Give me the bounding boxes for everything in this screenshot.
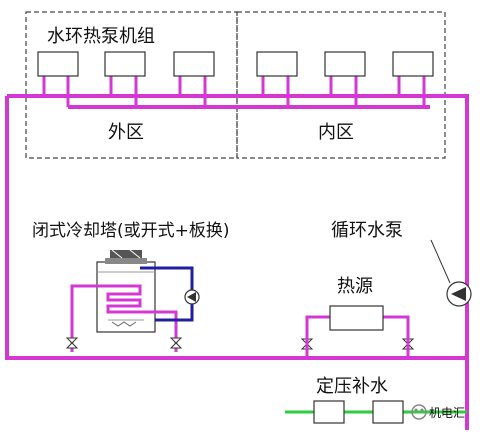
heat-pump-unit	[256, 51, 298, 77]
inner-zone-box	[236, 11, 446, 159]
cooling-tower-label: 闭式冷却塔(或开式+板换)	[32, 221, 230, 241]
cooling-tower	[70, 249, 200, 352]
valve-icon	[169, 337, 183, 349]
circulation-pump	[430, 239, 472, 307]
main-water-loop	[5, 94, 469, 430]
unit-group-label: 水环热泵机组	[47, 26, 155, 47]
watermark-text: 机电汇	[429, 406, 465, 420]
heat-pump-unit	[392, 51, 434, 77]
heat-pump-unit	[173, 51, 215, 77]
watermark-logo	[411, 404, 427, 420]
heat-source-label: 热源	[337, 276, 373, 297]
makeup-water-label: 定压补水	[316, 376, 388, 397]
heat-pump-units	[42, 76, 426, 107]
valves	[65, 337, 415, 350]
heat-pump-unit	[104, 51, 146, 77]
zone-boundaries	[25, 11, 446, 159]
heat-pump-unit	[324, 51, 366, 77]
heat-source	[305, 305, 410, 358]
circulation-pump-label: 循环水泵	[331, 220, 403, 241]
valve-icon	[65, 337, 79, 349]
inner-zone-label: 内区	[318, 122, 354, 143]
makeup-water-system	[285, 400, 467, 424]
outer-zone-label: 外区	[108, 122, 144, 143]
heat-pump-unit	[37, 51, 79, 77]
heat-pump-unit-boxes	[37, 51, 434, 77]
